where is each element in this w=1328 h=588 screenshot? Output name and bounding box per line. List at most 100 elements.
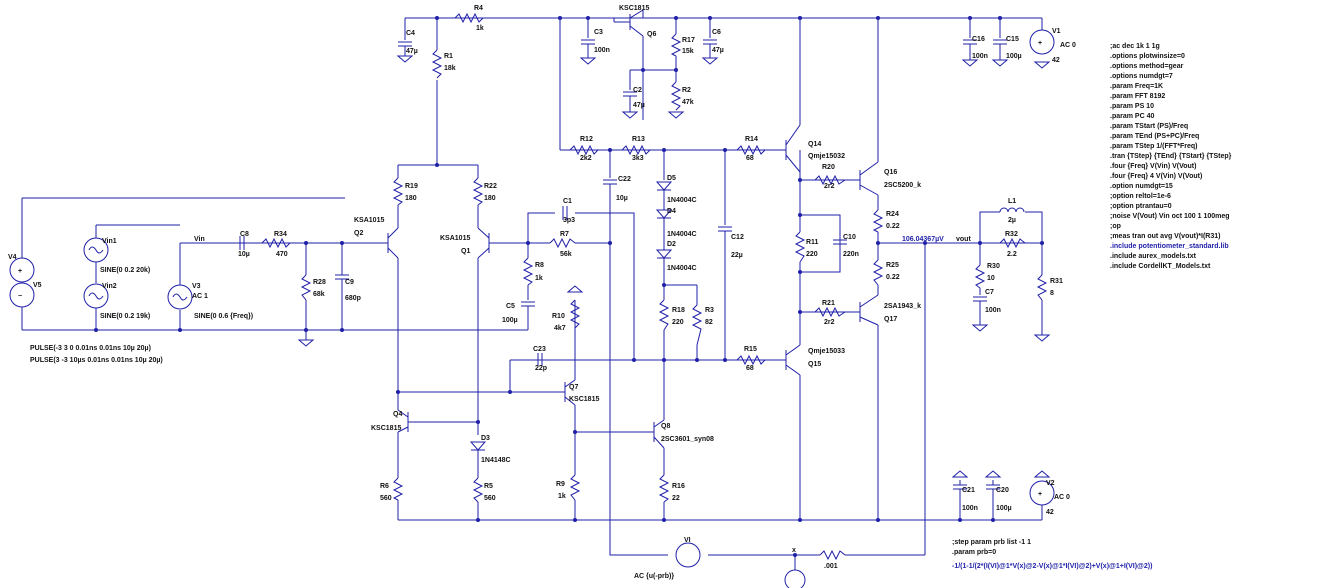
- grounds: [297, 55, 1051, 478]
- resistor-R4: [454, 12, 484, 24]
- svg-text:V2: V2: [1046, 480, 1055, 487]
- svg-text:KSC1815: KSC1815: [619, 5, 649, 12]
- svg-text:AC 1: AC 1: [192, 293, 208, 300]
- junctions: [94, 16, 1044, 557]
- capacitor-C9: [335, 274, 349, 300]
- transistors: [380, 9, 879, 449]
- resistor-R22: [472, 177, 484, 206]
- labels: R1 18k R2 47k R17 15k R4 1k R12 2k2 R13 …: [8, 5, 1076, 580]
- svg-text:KSC1815: KSC1815: [569, 396, 599, 403]
- svg-text:15k: 15k: [682, 48, 694, 55]
- svg-text:.001: .001: [824, 563, 838, 570]
- diode-D3: [469, 441, 487, 455]
- svg-text:2µ: 2µ: [1008, 217, 1016, 224]
- svg-text:C22: C22: [618, 176, 631, 183]
- source-VI: [675, 542, 701, 568]
- svg-text:560: 560: [484, 495, 496, 502]
- directive-line: ;ac dec 1k 1 1g: [1110, 43, 1160, 50]
- svg-text:8: 8: [1050, 290, 1054, 297]
- spice-directives: ;ac dec 1k 1 1g .options plotwinsize=0 .op…: [1110, 42, 1320, 272]
- svg-text:D4: D4: [667, 208, 676, 215]
- resistor-R28: [300, 274, 312, 301]
- capacitor-C3: [581, 39, 595, 58]
- svg-text:R15: R15: [744, 346, 757, 353]
- svg-text:D3: D3: [481, 435, 490, 442]
- svg-text:Q1: Q1: [461, 248, 470, 255]
- source-V4: [9, 257, 35, 283]
- svg-text:1k: 1k: [535, 275, 543, 282]
- sources: + − + +: [9, 29, 1055, 588]
- capacitor-C4: [398, 41, 412, 56]
- svg-text:C21: C21: [962, 487, 975, 494]
- svg-text:R16: R16: [672, 483, 685, 490]
- svg-text:R31: R31: [1050, 278, 1063, 285]
- bottom-directive-line: .param prb=0: [952, 549, 997, 556]
- svg-text:V4: V4: [8, 254, 17, 261]
- svg-text:R11: R11: [806, 239, 819, 246]
- svg-text:2.2: 2.2: [1007, 251, 1017, 258]
- svg-text:1N4148C: 1N4148C: [481, 457, 511, 464]
- transistor-Q2: [380, 225, 399, 265]
- svg-text:Q4: Q4: [393, 411, 402, 418]
- svg-text:R1: R1: [444, 53, 453, 60]
- resistor-R7: [549, 237, 576, 249]
- svg-text:C12: C12: [731, 234, 744, 241]
- svg-text:D2: D2: [667, 241, 676, 248]
- resistor-R14: [736, 144, 766, 156]
- svg-text:47µ: 47µ: [633, 102, 645, 109]
- transistor-Q14: [778, 124, 801, 180]
- capacitor-C12: [718, 226, 732, 255]
- svg-text:R20: R20: [822, 164, 835, 171]
- resistor-R21: [814, 306, 846, 318]
- resistor-R25: [872, 259, 884, 286]
- svg-text:R18: R18: [672, 307, 685, 314]
- svg-text:68: 68: [746, 365, 754, 372]
- source-V5: [9, 282, 35, 308]
- resistor-R8: [522, 257, 534, 286]
- svg-text:0.22: 0.22: [886, 274, 900, 281]
- directive-line: .option numdgt=15: [1110, 183, 1173, 190]
- svg-text:47k: 47k: [682, 99, 694, 106]
- svg-text:18k: 18k: [444, 65, 456, 72]
- svg-text:SINE(0 0.6 {Freq}): SINE(0 0.6 {Freq}): [194, 313, 253, 320]
- directive-line: .include aurex_models.txt: [1110, 253, 1196, 260]
- svg-text:68k: 68k: [313, 291, 325, 298]
- capacitor-C5: [521, 301, 535, 320]
- svg-text:R21: R21: [822, 300, 835, 307]
- directive-line: .param PS 10: [1110, 103, 1154, 110]
- svg-text:2k2: 2k2: [580, 155, 592, 162]
- svg-text:4k7: 4k7: [554, 325, 566, 332]
- svg-text:10µ: 10µ: [238, 251, 250, 258]
- resistor-R12: [569, 144, 599, 156]
- svg-text:680p: 680p: [345, 295, 361, 302]
- bottom-directive-line: -1/(1-1/(2*(I(VI)@1*V(x)@2-V(x)@1*I(VI)@…: [952, 563, 1153, 570]
- svg-text:V5: V5: [33, 282, 42, 289]
- capacitor-C7: [973, 296, 987, 315]
- svg-text:R13: R13: [632, 136, 645, 143]
- svg-text:+: +: [1038, 491, 1042, 498]
- resistor-R31: [1036, 274, 1048, 301]
- svg-text:R14: R14: [745, 136, 758, 143]
- resistor-R2: [670, 81, 682, 111]
- directive-line: .param TStep 1/(FFT*Freq): [1110, 143, 1198, 150]
- svg-text:470: 470: [276, 251, 288, 258]
- svg-text:22p: 22p: [535, 365, 547, 372]
- capacitor-C1: [562, 206, 568, 220]
- svg-text:R12: R12: [580, 136, 593, 143]
- svg-text:180: 180: [484, 195, 496, 202]
- svg-text:vout: vout: [956, 236, 971, 243]
- directive-line: .param Freq=1K: [1110, 83, 1164, 90]
- svg-text:2r2: 2r2: [824, 183, 835, 190]
- svg-text:R30: R30: [987, 263, 1000, 270]
- directive-line: .tran {TStep} {TEnd} {TStart} {TStep}: [1110, 153, 1232, 160]
- directive-line: ;noise V(Vout) Vin oct 100 1 100meg: [1110, 213, 1230, 220]
- resistor-R32: [999, 237, 1026, 249]
- directive-line: .param TStart (PS)/Freq: [1110, 123, 1189, 130]
- source-VX: [784, 569, 806, 588]
- svg-text:47µ: 47µ: [712, 47, 724, 54]
- svg-text:Qmje15032: Qmje15032: [808, 153, 845, 160]
- directive-line: .options plotwinsize=0: [1110, 53, 1185, 60]
- resistor-R18: [658, 299, 670, 331]
- svg-text:10µ: 10µ: [616, 195, 628, 202]
